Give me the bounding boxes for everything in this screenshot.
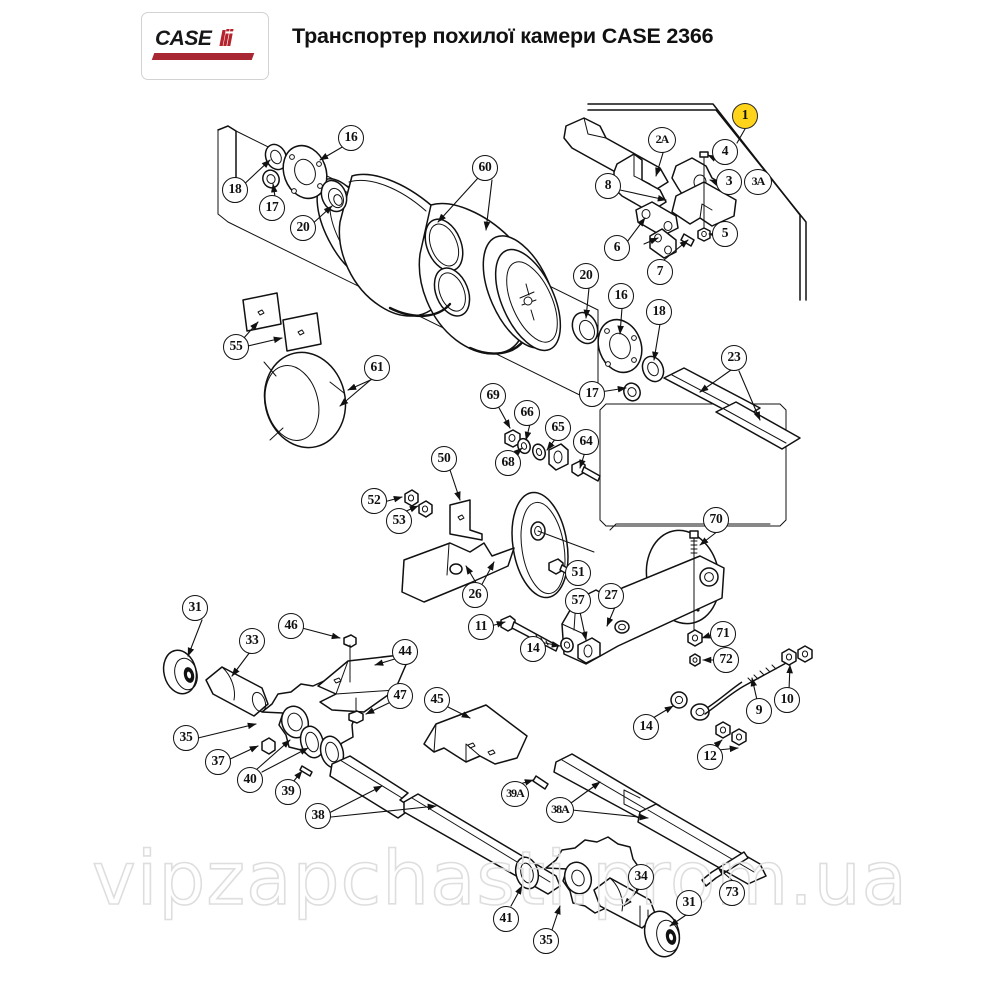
callout-11[interactable]: 11 xyxy=(468,614,494,640)
logo-case-text: CASE xyxy=(155,27,212,50)
page-header: CASE Iii Транспортер похилої камери CASE… xyxy=(0,0,1000,90)
callout-4[interactable]: 4 xyxy=(712,139,738,165)
logo-artwork: CASE Iii xyxy=(151,25,257,64)
callout-37[interactable]: 37 xyxy=(205,749,231,775)
callout-14[interactable]: 14 xyxy=(520,636,546,662)
callout-16[interactable]: 16 xyxy=(338,125,364,151)
callout-61[interactable]: 61 xyxy=(364,355,390,381)
pin-39a-group xyxy=(532,775,549,790)
small-hardware-group-b xyxy=(404,489,483,541)
logo-ih-text: Iii xyxy=(219,25,233,51)
callout-35[interactable]: 35 xyxy=(173,725,199,751)
callout-39[interactable]: 39 xyxy=(275,779,301,805)
callout-70[interactable]: 70 xyxy=(703,507,729,533)
callout-18[interactable]: 18 xyxy=(646,299,672,325)
callout-65[interactable]: 65 xyxy=(545,415,571,441)
main-arm-group xyxy=(561,529,725,667)
callout-6[interactable]: 6 xyxy=(604,235,630,261)
callout-66[interactable]: 66 xyxy=(514,400,540,426)
callout-45[interactable]: 45 xyxy=(424,687,450,713)
callout-5[interactable]: 5 xyxy=(712,221,738,247)
callout-7[interactable]: 7 xyxy=(647,259,673,285)
callout-38a[interactable]: 38A xyxy=(546,797,574,823)
callout-47[interactable]: 47 xyxy=(387,683,413,709)
callout-53[interactable]: 53 xyxy=(386,508,412,534)
leader-lines-group xyxy=(187,128,793,931)
callout-17[interactable]: 17 xyxy=(579,381,605,407)
callout-18[interactable]: 18 xyxy=(222,177,248,203)
callout-55[interactable]: 55 xyxy=(223,334,249,360)
callout-20[interactable]: 20 xyxy=(290,215,316,241)
callout-51[interactable]: 51 xyxy=(565,560,591,586)
drum-hub-detail xyxy=(519,283,537,321)
callout-2a[interactable]: 2A xyxy=(648,127,676,153)
drum-assembly-group xyxy=(316,173,562,355)
callout-64[interactable]: 64 xyxy=(573,429,599,455)
callout-35[interactable]: 35 xyxy=(533,928,559,954)
callout-69[interactable]: 69 xyxy=(480,383,506,409)
callout-9[interactable]: 9 xyxy=(746,698,772,724)
callout-16[interactable]: 16 xyxy=(608,283,634,309)
callout-33[interactable]: 33 xyxy=(239,628,265,654)
callout-17[interactable]: 17 xyxy=(259,195,285,221)
band-sleeve-group xyxy=(242,292,347,449)
frame-rails-group xyxy=(329,753,767,895)
callout-41[interactable]: 41 xyxy=(493,906,519,932)
shaft-pair-group xyxy=(663,367,801,450)
callout-71[interactable]: 71 xyxy=(710,621,736,647)
right-bearing-stack-group xyxy=(571,311,665,402)
right-bolt-assembly-group xyxy=(670,645,813,746)
callout-50[interactable]: 50 xyxy=(431,446,457,472)
callout-57[interactable]: 57 xyxy=(565,588,591,614)
callout-31[interactable]: 31 xyxy=(676,890,702,916)
callout-27[interactable]: 27 xyxy=(598,583,624,609)
callout-26[interactable]: 26 xyxy=(462,582,488,608)
callout-12[interactable]: 12 xyxy=(697,744,723,770)
callout-39a[interactable]: 39A xyxy=(501,781,529,807)
callout-31[interactable]: 31 xyxy=(182,595,208,621)
frame-outline-group xyxy=(587,103,807,301)
left-hub-sprocket-group xyxy=(162,649,357,777)
case-ih-logo: CASE Iii xyxy=(141,12,269,80)
cover-plate-group xyxy=(317,634,409,724)
callout-1[interactable]: 1 xyxy=(732,103,758,129)
callout-52[interactable]: 52 xyxy=(361,488,387,514)
callout-23[interactable]: 23 xyxy=(721,345,747,371)
callout-14[interactable]: 14 xyxy=(633,714,659,740)
callout-10[interactable]: 10 xyxy=(774,687,800,713)
callout-8[interactable]: 8 xyxy=(595,173,621,199)
top-right-linkage-group xyxy=(563,117,737,259)
callout-20[interactable]: 20 xyxy=(573,263,599,289)
callout-46[interactable]: 46 xyxy=(278,613,304,639)
page-title: Транспортер похилої камери CASE 2366 xyxy=(292,24,714,48)
callout-60[interactable]: 60 xyxy=(472,155,498,181)
disc-arm-group xyxy=(401,491,595,603)
callout-72[interactable]: 72 xyxy=(713,647,739,673)
callout-73[interactable]: 73 xyxy=(719,880,745,906)
callout-38[interactable]: 38 xyxy=(305,803,331,829)
callout-40[interactable]: 40 xyxy=(237,767,263,793)
callout-44[interactable]: 44 xyxy=(392,639,418,665)
floor-plate-group xyxy=(423,704,528,765)
callout-3a[interactable]: 3A xyxy=(744,169,772,195)
callout-3[interactable]: 3 xyxy=(716,169,742,195)
callout-68[interactable]: 68 xyxy=(495,450,521,476)
callout-34[interactable]: 34 xyxy=(628,864,654,890)
